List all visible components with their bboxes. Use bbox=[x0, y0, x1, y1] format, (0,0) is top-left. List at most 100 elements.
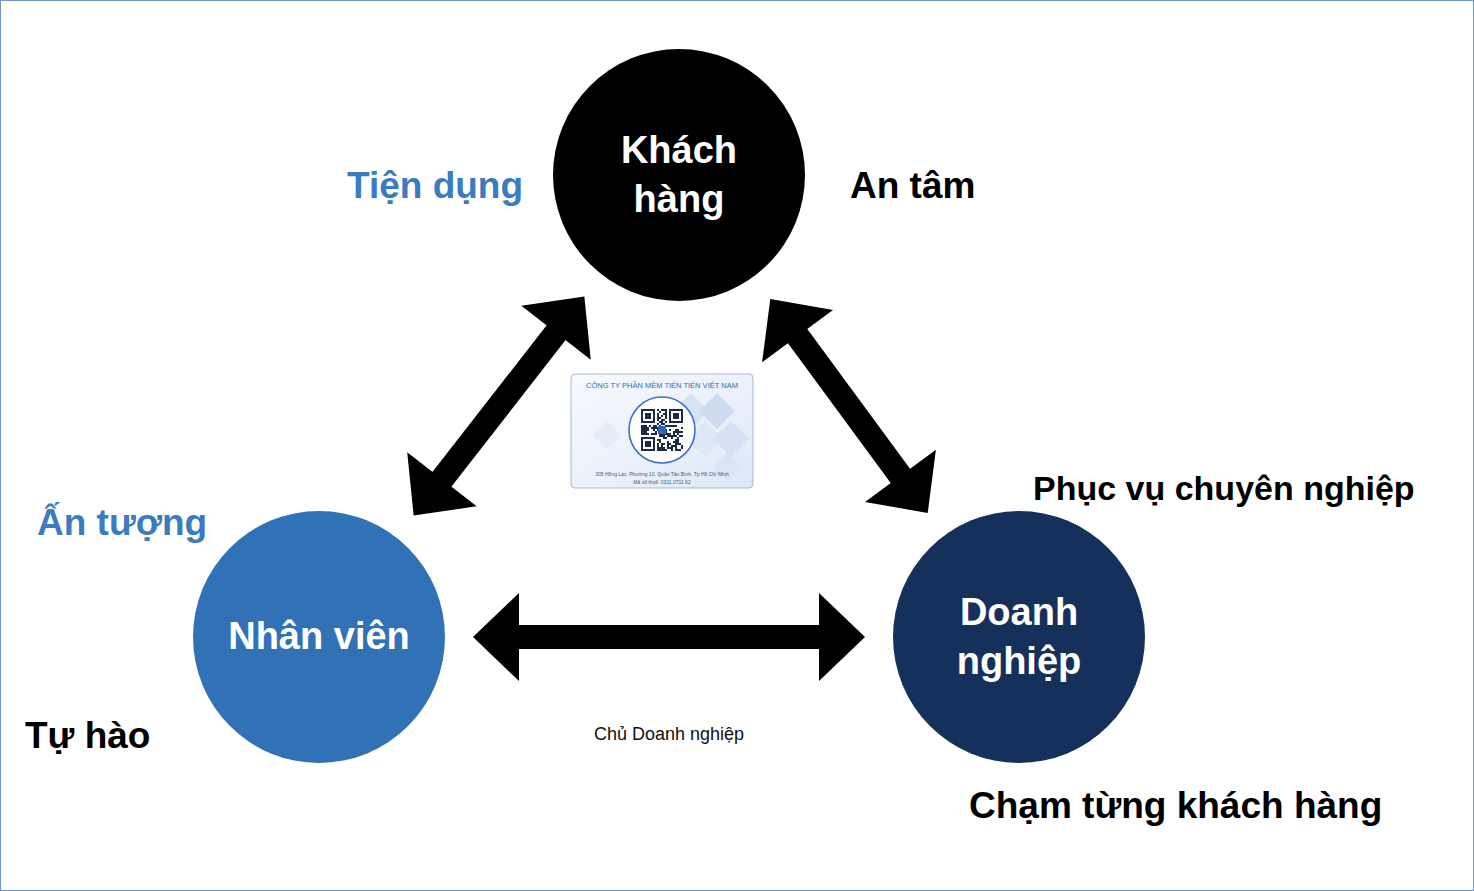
staff-circle: Nhân viên bbox=[193, 511, 445, 763]
qr-module bbox=[651, 437, 653, 439]
qr-module bbox=[681, 417, 683, 419]
qr-module bbox=[681, 413, 683, 415]
qr-module bbox=[645, 443, 647, 445]
arrow-shaft bbox=[517, 625, 821, 649]
qr-module bbox=[677, 443, 679, 445]
qr-module bbox=[653, 429, 655, 431]
qr-module bbox=[643, 431, 645, 433]
qr-module bbox=[661, 419, 663, 421]
qr-module bbox=[643, 421, 645, 423]
qr-module bbox=[665, 421, 667, 423]
qr-module bbox=[671, 445, 673, 447]
quality-label: Tiện dụng bbox=[347, 165, 523, 207]
qr-module bbox=[643, 409, 645, 411]
qr-module bbox=[673, 435, 675, 437]
qr-module bbox=[657, 443, 659, 445]
qr-module bbox=[653, 443, 655, 445]
arrow-head bbox=[819, 593, 865, 681]
card-address: 305 Hồng Lạc, Phường 10, Quận Tân Bình, … bbox=[595, 471, 728, 477]
qr-module bbox=[673, 409, 675, 411]
qr-module bbox=[647, 429, 649, 431]
qr-module bbox=[645, 427, 647, 429]
qr-module bbox=[645, 431, 647, 433]
qr-module bbox=[681, 447, 683, 449]
qr-module bbox=[649, 441, 651, 443]
qr-module bbox=[653, 439, 655, 441]
qr-module bbox=[649, 437, 651, 439]
qr-module bbox=[675, 417, 677, 419]
qr-module bbox=[667, 433, 669, 435]
qr-module bbox=[645, 413, 647, 415]
qr-module bbox=[673, 445, 675, 447]
qr-module bbox=[655, 425, 657, 427]
qr-module bbox=[673, 431, 675, 433]
qr-module bbox=[643, 427, 645, 429]
arrow-shaft bbox=[441, 331, 558, 481]
card-pattern bbox=[593, 393, 749, 481]
qr-module bbox=[655, 433, 657, 435]
qr-module bbox=[653, 449, 655, 451]
qr-module bbox=[647, 417, 649, 419]
qr-module bbox=[653, 409, 655, 411]
qr-module bbox=[677, 409, 679, 411]
qr-module bbox=[653, 419, 655, 421]
qr-module bbox=[659, 447, 661, 449]
qr-module bbox=[647, 427, 649, 429]
qr-module bbox=[679, 435, 681, 437]
qr-module bbox=[679, 421, 681, 423]
qr-module bbox=[641, 427, 643, 429]
qr-module bbox=[675, 425, 677, 427]
arrow-head bbox=[865, 450, 936, 513]
qr-module bbox=[669, 419, 671, 421]
qr-module bbox=[673, 421, 675, 423]
quality-label: Ấn tượng bbox=[37, 502, 207, 544]
qr-module bbox=[677, 417, 679, 419]
qr-module bbox=[661, 423, 663, 425]
qr-module bbox=[667, 425, 669, 427]
qr-module bbox=[657, 409, 659, 411]
qr-module bbox=[677, 441, 679, 443]
qr-module bbox=[677, 415, 679, 417]
qr-module bbox=[651, 449, 653, 451]
qr-module bbox=[679, 443, 681, 445]
qr-module bbox=[643, 429, 645, 431]
qr-module bbox=[675, 409, 677, 411]
qr-module bbox=[659, 417, 661, 419]
qr-module bbox=[643, 425, 645, 427]
qr-module bbox=[657, 445, 659, 447]
node-title: Khách hàng bbox=[577, 126, 782, 225]
qr-module bbox=[669, 413, 671, 415]
qr-module bbox=[653, 411, 655, 413]
qr-module bbox=[665, 411, 667, 413]
qr-module bbox=[641, 417, 643, 419]
qr-module bbox=[649, 415, 651, 417]
qr-module bbox=[665, 449, 667, 451]
qr-module bbox=[653, 413, 655, 415]
qr-module bbox=[643, 449, 645, 451]
qr-module bbox=[681, 409, 683, 411]
qr-module bbox=[671, 435, 673, 437]
qr-module bbox=[677, 413, 679, 415]
qr-module bbox=[657, 417, 659, 419]
qr-module bbox=[657, 419, 659, 421]
qr-module bbox=[657, 447, 659, 449]
qr-module bbox=[651, 427, 653, 429]
qr-module bbox=[675, 439, 677, 441]
qr-module bbox=[659, 449, 661, 451]
qr-module bbox=[669, 411, 671, 413]
qr-module bbox=[679, 409, 681, 411]
qr-module bbox=[661, 421, 663, 423]
qr-module bbox=[641, 431, 643, 433]
qr-module bbox=[661, 435, 663, 437]
qr-module bbox=[649, 421, 651, 423]
qr-module bbox=[657, 423, 659, 425]
qr-module bbox=[653, 427, 655, 429]
qr-module bbox=[669, 429, 671, 431]
qr-module bbox=[641, 441, 643, 443]
qr-module bbox=[647, 441, 649, 443]
qr-module bbox=[669, 425, 671, 427]
double-arrow bbox=[407, 296, 591, 515]
qr-module bbox=[671, 425, 673, 427]
qr-module bbox=[645, 437, 647, 439]
qr-module bbox=[681, 431, 683, 433]
